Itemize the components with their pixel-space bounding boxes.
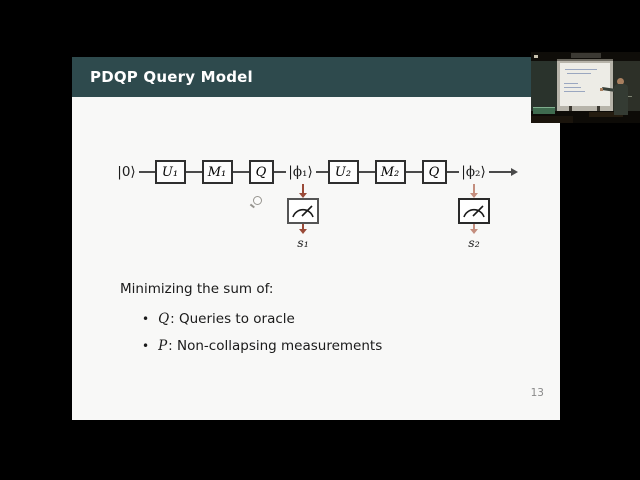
bullet-term: P: [158, 338, 168, 354]
list-item: • P: Non-collapsing measurements: [142, 338, 382, 354]
screen-leg: [597, 106, 600, 111]
bullet-term: Q: [158, 311, 170, 327]
bullet-text: Q: Queries to oracle: [158, 311, 295, 327]
measurement-result-2: s₂: [468, 235, 480, 250]
bullet-icon: •: [142, 339, 150, 353]
circuit-wire: [232, 171, 249, 173]
list-item: • Q: Queries to oracle: [142, 311, 382, 327]
output-wire: [488, 171, 511, 173]
circuit-wire: [405, 171, 422, 173]
down-arrow-icon: [473, 184, 475, 194]
ceiling-light: [534, 55, 538, 58]
ket-zero: |0⟩: [117, 164, 136, 180]
bullet-list: • Q: Queries to oracle • P: Non-collapsi…: [142, 311, 382, 365]
intro-text: Minimizing the sum of:: [120, 281, 274, 297]
measurement-box-1: [287, 198, 319, 224]
desk: [531, 116, 573, 123]
chalkboard-left: [531, 61, 559, 111]
circuit-wire: [358, 171, 375, 173]
presenter-body: [614, 84, 628, 115]
bullet-rest: : Non-collapsing measurements: [168, 338, 383, 354]
pointer-cursor-icon: [253, 196, 262, 205]
down-arrow-icon: [473, 224, 475, 230]
green-sign: [533, 107, 555, 114]
down-arrow-icon: [302, 184, 304, 194]
measurement-box-2: [458, 198, 490, 224]
screen-content-line: [564, 83, 578, 84]
screen-content-line: [564, 87, 581, 88]
gate-q1: Q: [248, 160, 274, 184]
slide-title: PDQP Query Model: [90, 68, 253, 86]
down-arrowhead-icon: [299, 229, 307, 234]
screen-leg: [569, 106, 572, 111]
down-arrowhead-icon: [470, 229, 478, 234]
circuit-wire: [446, 171, 459, 173]
projector-mount: [571, 53, 601, 58]
down-arrowhead-icon: [470, 193, 478, 198]
measurement-gauge-icon: [292, 205, 314, 218]
gate-q2: Q: [421, 160, 447, 184]
circuit-wire: [185, 171, 202, 173]
bullet-rest: : Queries to oracle: [170, 311, 295, 327]
gate-m1: M₁: [201, 160, 233, 184]
quantum-circuit: |0⟩ U₁ M₁ Q |ϕ₁⟩ U₂ M₂ Q |ϕ₂⟩: [72, 160, 560, 184]
presentation-slide: PDQP Query Model |0⟩ U₁ M₁ Q |ϕ₁⟩ U₂ M₂ …: [72, 57, 560, 420]
gate-u2: U₂: [327, 160, 359, 184]
circuit-wire: [315, 171, 328, 173]
circuit-wire: [273, 171, 286, 173]
projector-screen: [560, 63, 610, 106]
screen-content-line: [567, 73, 591, 74]
circuit-wire: [138, 171, 155, 173]
webcam-inset: [531, 52, 640, 123]
bullet-text: P: Non-collapsing measurements: [158, 338, 382, 354]
screen-content-line: [565, 69, 597, 70]
gate-m2: M₂: [374, 160, 406, 184]
slide-header: PDQP Query Model: [72, 57, 560, 97]
bullet-icon: •: [142, 312, 150, 326]
measurement-result-1: s₁: [297, 235, 309, 250]
desk: [589, 112, 623, 117]
presenter-head: [617, 78, 624, 85]
ket-phi2: |ϕ₂⟩: [461, 164, 486, 180]
presenter-hand: [600, 88, 603, 91]
down-arrow-icon: [302, 224, 304, 230]
down-arrowhead-icon: [299, 193, 307, 198]
measurement-tap-1: s₁: [287, 184, 319, 250]
screen-content-line: [564, 91, 585, 92]
ket-phi1: |ϕ₁⟩: [288, 164, 313, 180]
measurement-tap-2: s₂: [458, 184, 490, 250]
gate-u1: U₁: [154, 160, 186, 184]
output-arrow-icon: [510, 168, 518, 176]
measurement-gauge-icon: [463, 205, 485, 218]
page-number: 13: [530, 387, 544, 399]
